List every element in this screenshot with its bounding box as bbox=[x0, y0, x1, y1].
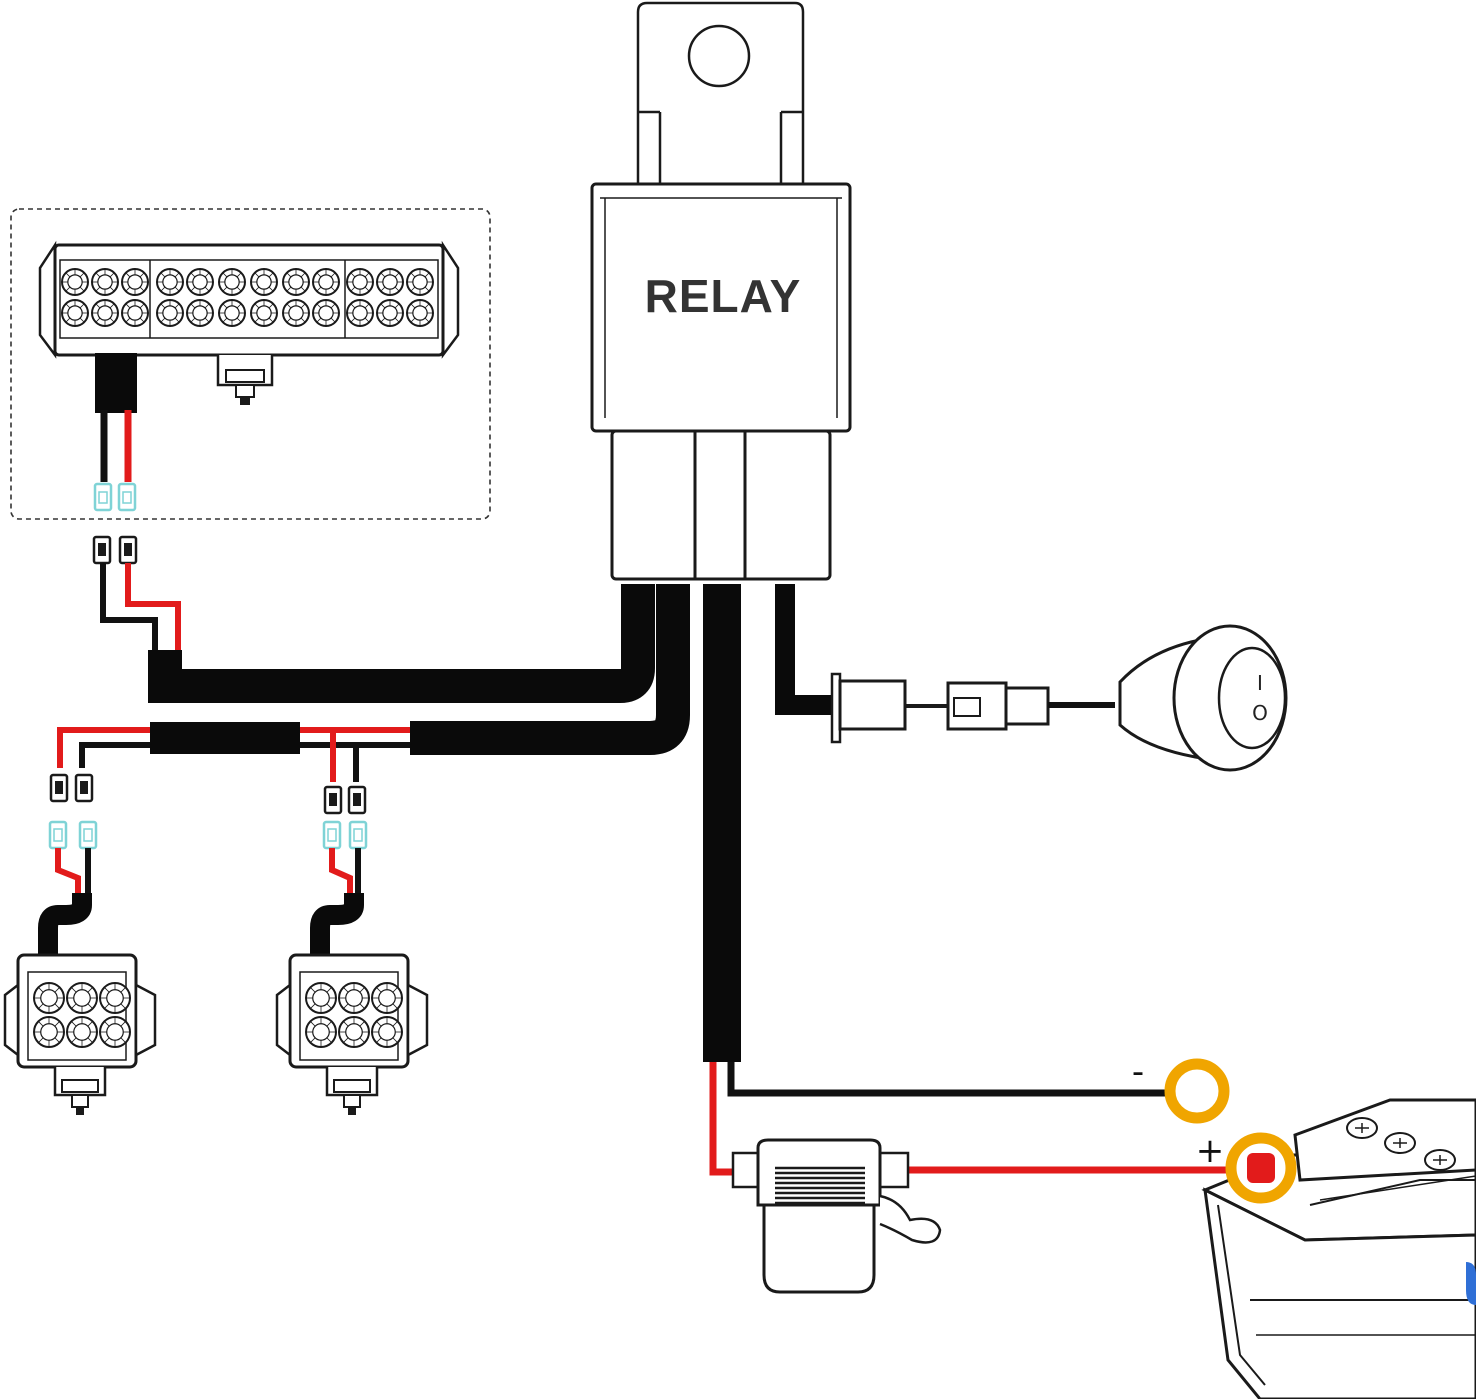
light-bar-cable-sheath bbox=[95, 353, 137, 413]
led-pod-light-icon bbox=[275, 953, 429, 1115]
light-bar-dashed-frame bbox=[10, 208, 491, 520]
inline-fuse-holder-icon bbox=[731, 1138, 942, 1294]
harness-connector-bar bbox=[92, 535, 138, 565]
pod-plug-right bbox=[322, 820, 368, 850]
led-light-bar-icon bbox=[38, 240, 460, 405]
pod-lead-wires bbox=[38, 848, 364, 958]
light-bar-plug-ground bbox=[93, 482, 113, 512]
negative-sign: - bbox=[1132, 1052, 1144, 1092]
harness-connector-pod-left bbox=[49, 773, 94, 803]
negative-terminal-ring: - bbox=[1132, 1052, 1230, 1124]
switch-connector bbox=[830, 672, 1115, 744]
pod-plug-left bbox=[48, 820, 98, 850]
switch-off-mark: O bbox=[1252, 701, 1268, 725]
relay-icon: RELAY bbox=[590, 1, 852, 581]
harness-connector-pod-right bbox=[323, 785, 367, 815]
relay-label: RELAY bbox=[645, 270, 802, 322]
light-bar-plug-positive bbox=[117, 482, 137, 512]
led-pod-light-icon bbox=[3, 953, 157, 1115]
harness-wires bbox=[57, 563, 835, 1062]
switch-on-mark: I bbox=[1257, 671, 1263, 695]
battery-wires bbox=[709, 1062, 1235, 1176]
positive-sign: + bbox=[1196, 1131, 1225, 1171]
car-battery-icon bbox=[1201, 1098, 1476, 1399]
light-bar-group bbox=[10, 208, 491, 520]
positive-terminal-ring: + bbox=[1196, 1131, 1297, 1204]
rocker-switch-icon: I O bbox=[1118, 624, 1288, 772]
